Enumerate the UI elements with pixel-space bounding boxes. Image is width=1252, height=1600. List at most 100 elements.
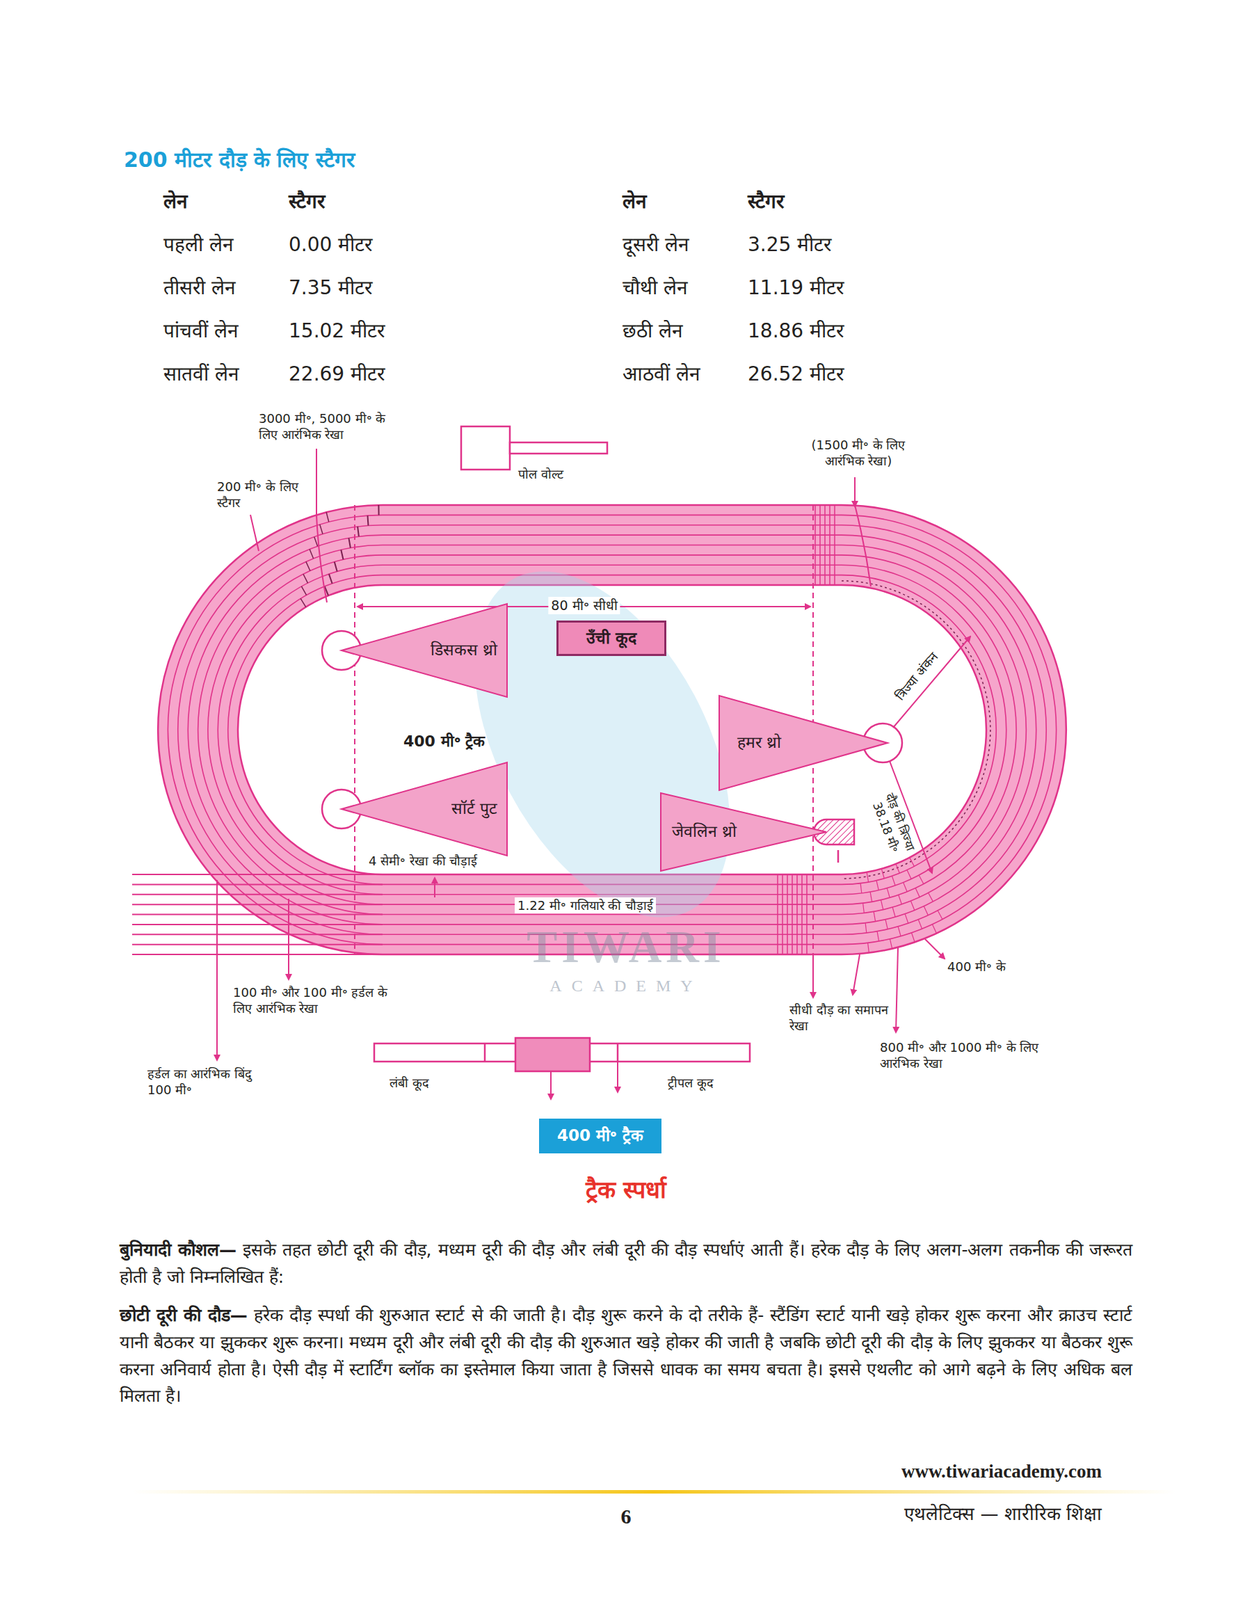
stagger-tick [909, 857, 915, 867]
callout-label: सीधी दौड़ का समापन रेखा [789, 1001, 894, 1035]
stagger-tick [876, 880, 879, 891]
box-shape [539, 1118, 662, 1154]
stagger-tick [367, 515, 368, 526]
stagger-tick [301, 586, 307, 596]
node-label: हमर थ्रो [737, 733, 782, 753]
sand-pit [515, 1037, 590, 1072]
pole-vault-runway [509, 442, 608, 454]
table-cell: लेन [622, 189, 647, 215]
throw-sector: हमर थ्रो [719, 695, 888, 791]
straight-extension [132, 873, 383, 876]
callout-label: 4 सेमी॰ रेखा की चौड़ाई [368, 852, 478, 869]
stagger-tick [319, 524, 323, 535]
stagger-tick [911, 932, 915, 943]
stagger-tick [937, 910, 943, 920]
callout-label: (1500 मी॰ के लिए आरंभिक रेखा) [795, 436, 921, 470]
event-box: उँची कूद [556, 620, 667, 656]
straight-extension [132, 893, 383, 896]
stagger-tick [885, 919, 888, 930]
callout-label: ट्रीपल कूद [667, 1074, 714, 1091]
footer-rule [132, 1489, 1176, 1494]
table-cell: चौथी लेन [622, 275, 688, 301]
stagger-tick [300, 598, 307, 607]
callout-label: त्रिज्या अंकन [891, 648, 942, 704]
zone-stripe [791, 874, 793, 955]
zone-stripe [781, 874, 784, 955]
leader-line [250, 514, 259, 551]
zone-stripe [833, 504, 836, 585]
stagger-tick [306, 561, 311, 571]
stagger-tick [860, 883, 862, 894]
node-label: उँची कूद [586, 628, 637, 649]
stagger-tick [918, 919, 922, 929]
table-cell: आठवीं लेन [622, 361, 701, 387]
straight-extension [132, 933, 383, 935]
callout-label: 1.22 मी॰ गलियारे की चौड़ाई [514, 897, 656, 914]
stagger-tick [377, 504, 380, 515]
table-cell: पहली लेन [163, 232, 234, 258]
straight-extension [132, 913, 383, 916]
leader-arrow [216, 879, 218, 1061]
zone-stripe [786, 874, 789, 955]
body-text: हरेक दौड़ स्पर्धा की शुरुआत स्टार्ट से क… [119, 1304, 1133, 1406]
straight-extension [132, 883, 383, 885]
stagger-tick [891, 875, 896, 886]
throw-sector: डिसकस थ्रो [341, 603, 508, 697]
lead-term: छोटी दूरी की दौड— [119, 1304, 248, 1326]
leader-line [315, 448, 318, 517]
stagger-tick [895, 863, 900, 873]
paragraph: बुनियादी कौशल—इसके तहत छोटी दूरी की दौड़… [119, 1236, 1133, 1291]
zone-stripe [776, 874, 779, 955]
sector-shape [341, 762, 508, 856]
stagger-tick [863, 902, 865, 913]
stagger-tick [898, 894, 903, 905]
table-cell: स्टैगर [747, 189, 784, 215]
watermark: TIWARI [526, 916, 725, 977]
stagger-tick [897, 926, 901, 937]
callout-label: हर्डल का आरंभिक बिंदु 100 मी॰ [147, 1065, 266, 1099]
table-cell: 11.19 मीटर [747, 275, 844, 301]
start-line [316, 514, 327, 603]
stagger-tick [873, 911, 876, 921]
page-text: ट्रैक स्पर्धा [585, 1174, 668, 1205]
leader-arrow [550, 1071, 552, 1099]
stagger-tick [314, 536, 318, 547]
leader-arrow [812, 954, 814, 998]
sector-shape [719, 695, 888, 791]
start-line [354, 504, 356, 955]
lead-term: बुनियादी कौशल— [119, 1239, 237, 1260]
stagger-tick [326, 511, 329, 522]
zone-stripe [796, 874, 798, 955]
watermark: ACADEMY [549, 975, 702, 997]
stagger-tick [309, 549, 313, 559]
callout-label: 80 मी॰ सीधी [548, 596, 620, 615]
callout-label: 800 मी॰ और 1000 मी॰ के लिए आरंभिक रेखा [879, 1039, 1040, 1072]
sector-shape [341, 603, 508, 697]
stagger-tick [357, 526, 359, 537]
zone-stripe [801, 874, 803, 955]
table-cell: सातवीं लेन [163, 361, 240, 387]
body-text: इसके तहत छोटी दूरी की दौड़, मध्यम दूरी क… [119, 1239, 1133, 1287]
table-cell: दूसरी लेन [622, 232, 690, 258]
table-cell: छठी लेन [622, 318, 684, 344]
straight-extension [132, 923, 383, 926]
stagger-tick [348, 537, 350, 548]
table-cell: 15.02 मीटर [288, 318, 385, 344]
zone-stripe [819, 504, 821, 585]
node-label: 400 मी॰ ट्रैक [557, 1126, 644, 1146]
stagger-tick [904, 913, 909, 924]
node-label: सॉर्ट पुट [451, 799, 498, 819]
stagger-tick [886, 888, 890, 898]
callout-label: 100 मी॰ और 100 मी॰ हर्डल के लिए आरंभिक र… [233, 984, 400, 1017]
leader-arrow [895, 947, 898, 1033]
stagger-tick [907, 870, 912, 880]
stagger-tick [865, 923, 867, 933]
page-text: 6 [621, 1502, 632, 1530]
table-cell: 26.52 मीटर [747, 361, 844, 387]
straight-extension [132, 953, 383, 955]
table-cell: 0.00 मीटर [288, 232, 373, 258]
callout-label: दौड़ की त्रिज्या 38.18 मी॰ [861, 773, 925, 876]
box-shape [557, 621, 666, 656]
paragraph: छोटी दूरी की दौड—हरेक दौड़ स्पर्धा की शु… [119, 1302, 1133, 1410]
